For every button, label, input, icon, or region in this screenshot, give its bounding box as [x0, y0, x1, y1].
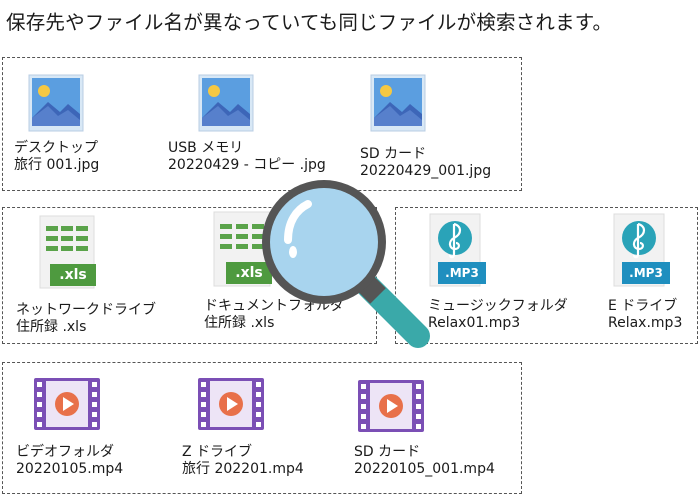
audio-file-group	[395, 207, 698, 344]
file-location: デスクトップ	[14, 140, 98, 156]
image-file-icon	[370, 74, 426, 132]
file-caption: ネットワークドライブ 住所録 .xls	[16, 302, 156, 336]
file-location: SD カード	[360, 146, 427, 162]
xls-file-icon	[213, 211, 272, 287]
image-file-group	[2, 57, 522, 191]
file-name: 20220105.mp4	[16, 461, 124, 477]
video-file-icon	[358, 380, 424, 432]
file-type-badge: .xls	[235, 265, 263, 281]
file-caption: Z ドライブ 旅行 202201.mp4	[182, 444, 304, 478]
file-name: 20220105_001.mp4	[354, 461, 495, 477]
file-caption: E ドライブ Relax.mp3	[608, 298, 682, 332]
file-type-badge: .MP3	[629, 266, 663, 280]
file-name: 旅行 202201.mp4	[182, 461, 304, 477]
image-file-icon	[198, 74, 254, 132]
file-name: 住所録 .xls	[204, 315, 275, 331]
file-location: USB メモリ	[168, 140, 244, 156]
magnifier-icon	[262, 180, 430, 348]
file-name: Relax.mp3	[608, 315, 683, 331]
mp3-file-icon	[613, 213, 670, 287]
file-location: SD カード	[354, 444, 421, 460]
file-type-badge: .MP3	[445, 266, 479, 280]
file-name: 旅行 001.jpg	[14, 157, 100, 173]
file-name: 20220429 - コピー .jpg	[168, 157, 326, 173]
file-location: ミュージックフォルダ	[428, 298, 568, 314]
file-caption: USB メモリ 20220429 - コピー .jpg	[168, 140, 326, 174]
file-location: ネットワークドライブ	[16, 302, 156, 318]
file-name: Relax01.mp3	[428, 315, 521, 331]
mp3-file-icon	[429, 213, 486, 287]
file-name: 20220429_001.jpg	[360, 163, 492, 179]
spreadsheet-file-group	[2, 207, 377, 344]
file-location: Z ドライブ	[182, 444, 253, 460]
file-caption: デスクトップ 旅行 001.jpg	[14, 140, 99, 174]
video-file-icon	[198, 378, 264, 430]
xls-file-icon	[39, 215, 96, 289]
file-location: E ドライブ	[608, 298, 678, 314]
image-file-icon	[28, 74, 84, 132]
file-caption: SD カード 20220105_001.mp4	[354, 444, 495, 478]
file-caption: ビデオフォルダ 20220105.mp4	[16, 444, 123, 478]
file-caption: SD カード 20220429_001.jpg	[360, 146, 491, 180]
file-name: 住所録 .xls	[16, 319, 87, 335]
video-file-icon	[34, 378, 100, 430]
video-file-group	[2, 362, 522, 494]
file-location: ビデオフォルダ	[16, 444, 114, 460]
headline: 保存先やファイル名が異なっていても同じファイルが検索されます。	[6, 11, 613, 34]
file-caption: ミュージックフォルダ Relax01.mp3	[428, 298, 568, 332]
file-type-badge: .xls	[59, 267, 87, 283]
